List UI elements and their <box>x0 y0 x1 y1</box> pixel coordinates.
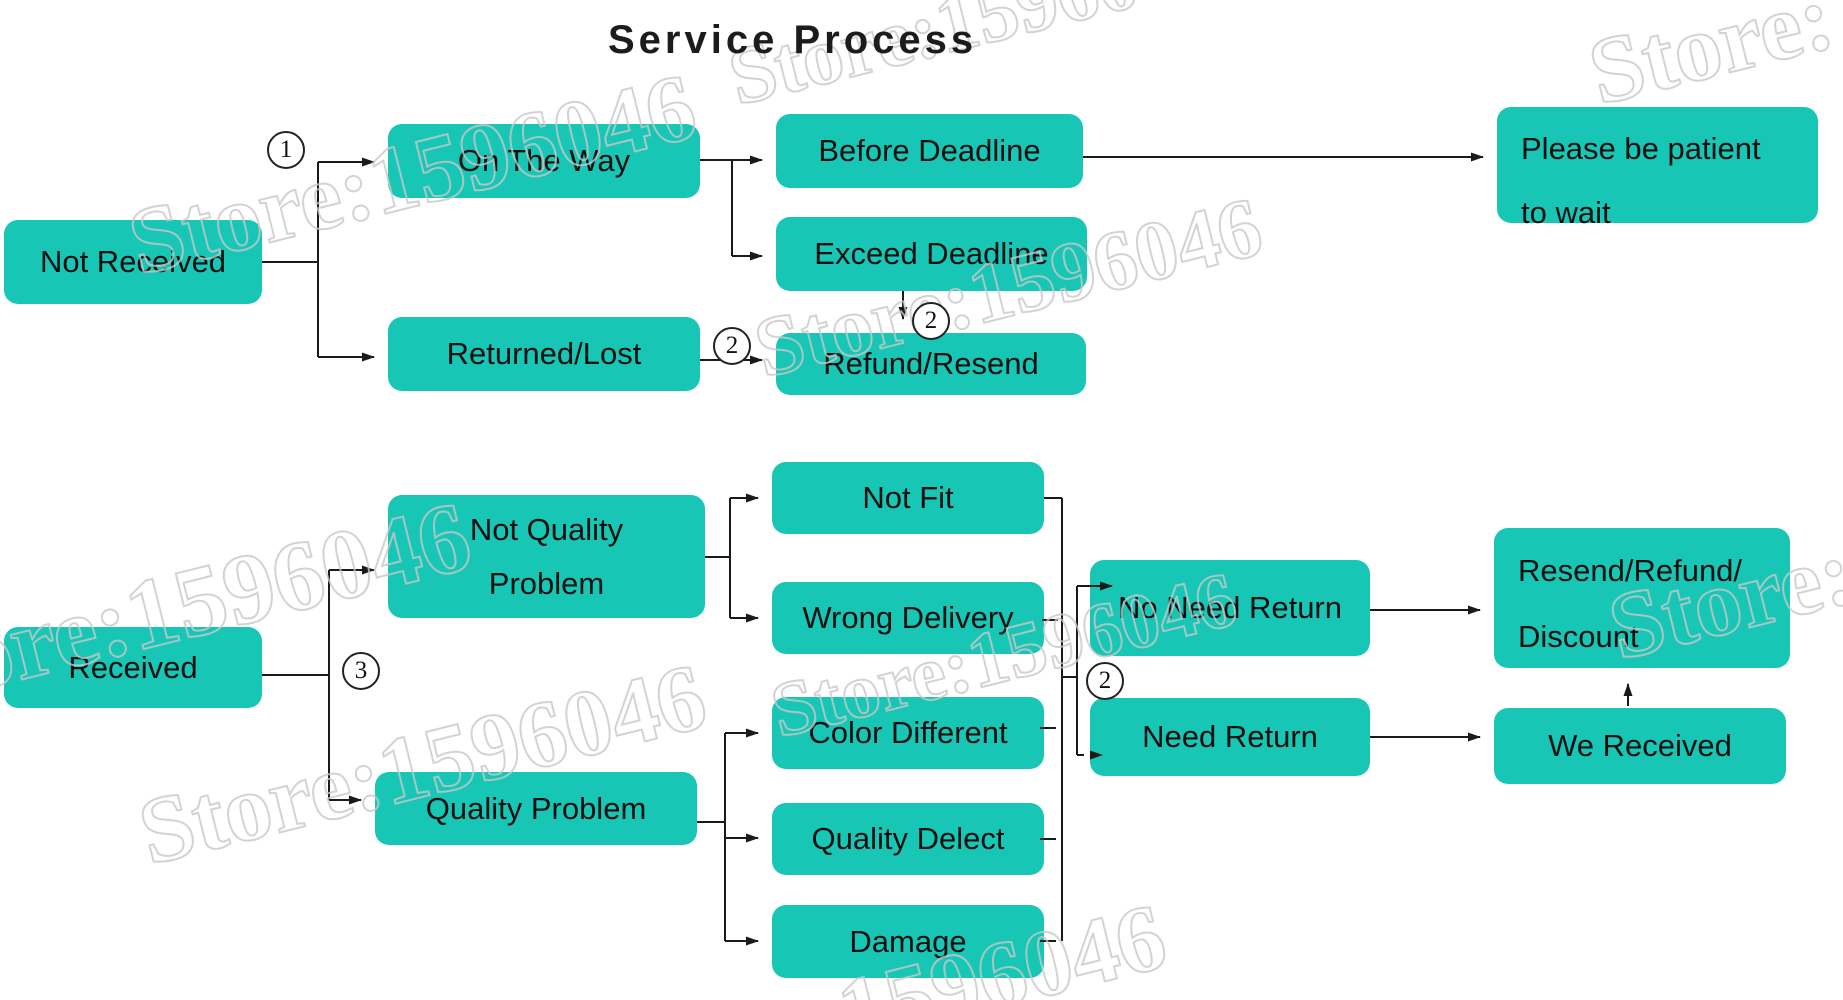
node-please-wait: Please be patient to wait <box>1497 107 1818 230</box>
node-refund-resend: Refund/Resend <box>776 333 1086 395</box>
node-quality-delect-label: Quality Delect <box>811 821 1005 857</box>
node-not-fit-label: Not Fit <box>862 480 954 516</box>
node-not-received: Not Received <box>4 220 262 304</box>
node-not-quality-line1: Not Quality <box>469 511 624 547</box>
step-marker-2a-digit: 2 <box>725 332 739 359</box>
step-marker-2c-digit: 2 <box>1098 667 1112 694</box>
node-quality-problem-label: Quality Problem <box>425 790 647 826</box>
node-please-wait-line1: Please be patient <box>1521 131 1761 166</box>
node-no-need-return: No Need Return <box>1090 560 1370 656</box>
node-resend-refund-discount: Resend/Refund/ Discount <box>1494 528 1790 668</box>
node-before-deadline-label: Before Deadline <box>818 133 1041 169</box>
step-marker-2b-digit: 2 <box>924 307 938 334</box>
node-color-different: Color Different <box>772 697 1044 769</box>
node-returned-lost-label: Returned/Lost <box>446 336 642 372</box>
step-marker-1: 1 <box>267 131 305 169</box>
node-need-return-label: Need Return <box>1142 719 1318 755</box>
node-not-received-label: Not Received <box>39 244 227 280</box>
node-exceed-deadline-label: Exceed Deadline <box>814 236 1049 272</box>
node-on-the-way-label: On The Way <box>457 143 631 179</box>
node-received-label: Received <box>68 649 198 685</box>
node-on-the-way: On The Way <box>388 124 700 198</box>
node-resend-line1: Resend/Refund/ <box>1518 553 1743 588</box>
node-damage: Damage <box>772 905 1044 978</box>
node-we-received-label: We Received <box>1548 728 1732 764</box>
node-wrong-delivery: Wrong Delivery <box>772 582 1044 654</box>
node-wrong-delivery-label: Wrong Delivery <box>802 600 1014 636</box>
step-marker-2-returned-lost: 2 <box>713 327 751 365</box>
node-returned-lost: Returned/Lost <box>388 317 700 391</box>
node-quality-problem: Quality Problem <box>375 772 697 845</box>
node-color-different-label: Color Different <box>808 715 1008 751</box>
step-marker-3-digit: 3 <box>354 657 368 684</box>
node-before-deadline: Before Deadline <box>776 114 1083 188</box>
node-we-received: We Received <box>1494 708 1786 784</box>
node-please-wait-line2: to wait <box>1521 195 1611 230</box>
step-marker-1-digit: 1 <box>279 136 293 163</box>
node-not-quality-line2: Problem <box>488 565 605 601</box>
node-no-need-return-label: No Need Return <box>1117 590 1342 626</box>
node-refund-resend-label: Refund/Resend <box>823 346 1039 382</box>
node-not-fit: Not Fit <box>772 462 1044 534</box>
connectors <box>262 152 1633 946</box>
node-not-quality-problem: Not Quality Problem <box>388 495 705 618</box>
step-marker-3: 3 <box>342 652 380 690</box>
node-need-return: Need Return <box>1090 698 1370 776</box>
node-resend-line2: Discount <box>1518 619 1639 654</box>
step-marker-2-exceed-deadline: 2 <box>912 302 950 340</box>
node-exceed-deadline: Exceed Deadline <box>776 217 1087 291</box>
page-title: Service Process <box>608 18 978 62</box>
node-received: Received <box>4 627 262 708</box>
node-quality-delect: Quality Delect <box>772 803 1044 875</box>
node-damage-label: Damage <box>849 923 967 959</box>
step-marker-2-return-branch: 2 <box>1086 662 1124 700</box>
